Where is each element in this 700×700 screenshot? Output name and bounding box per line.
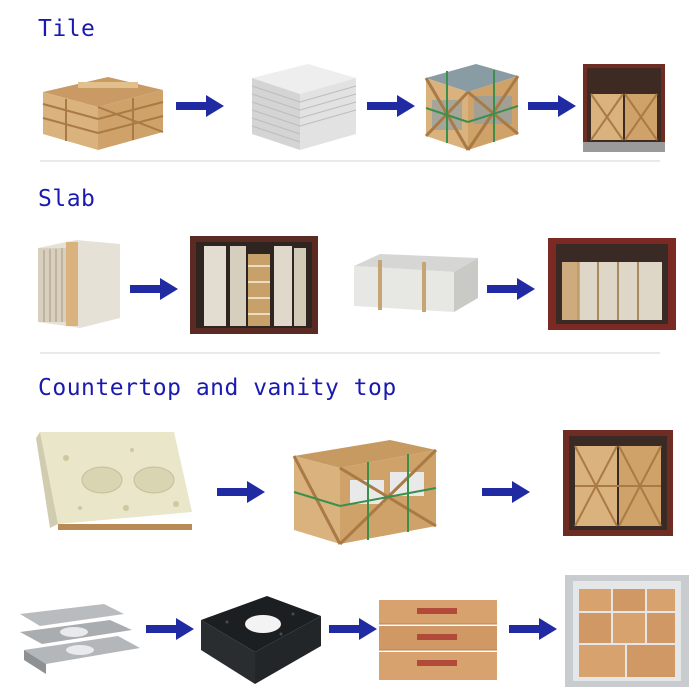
arrow-right-icon — [509, 618, 557, 640]
section-title-tile: Tile — [38, 16, 96, 42]
slab-bundle-side-photo — [350, 250, 482, 316]
arrow-right-icon — [367, 95, 415, 117]
arrow-right-icon — [217, 481, 265, 503]
arrow-right-icon — [329, 618, 377, 640]
open-wooden-crate-photo — [38, 62, 168, 154]
vanity-top-double-sink-photo — [36, 428, 196, 532]
section-title-countertop: Countertop and vanity top — [38, 375, 397, 401]
section-divider — [40, 160, 660, 162]
granite-vanity-tops-photo — [14, 602, 142, 682]
arrow-right-icon — [130, 278, 178, 300]
slab-bundle-photo — [36, 238, 122, 330]
arrow-right-icon — [482, 481, 530, 503]
container-loaded-cartons-photo — [565, 575, 689, 687]
crated-countertops-strapped-photo — [290, 436, 440, 548]
arrow-right-icon — [528, 95, 576, 117]
crated-tiles-strapped-photo — [422, 56, 522, 154]
packed-cartons-photo — [377, 596, 501, 686]
section-divider — [40, 352, 660, 354]
container-slabs-photo — [190, 236, 318, 334]
arrow-right-icon — [146, 618, 194, 640]
black-granite-top-sink-photo — [197, 590, 325, 688]
container-loaded-slabs-photo — [548, 238, 676, 330]
section-title-slab: Slab — [38, 186, 96, 212]
arrow-right-icon — [487, 278, 535, 300]
arrow-right-icon — [176, 95, 224, 117]
stacked-tiles-wrapped-photo — [248, 58, 360, 154]
container-loaded-countertops-photo — [563, 430, 673, 536]
container-loaded-tiles-photo — [583, 64, 665, 152]
